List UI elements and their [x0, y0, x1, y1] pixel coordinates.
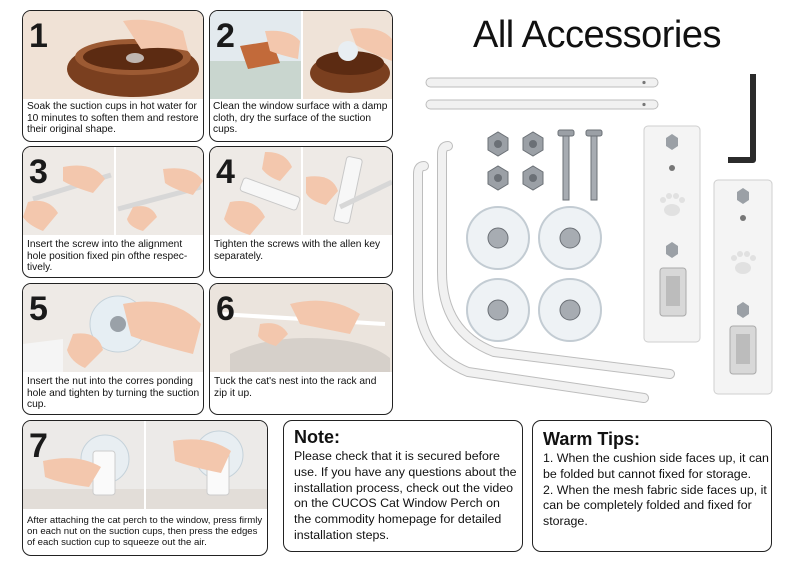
step-3-caption: Insert the screw into the alignment hole…: [27, 239, 188, 274]
bent-tube-icon: [413, 141, 675, 403]
step-4-divider: [301, 147, 303, 235]
step-5-card: 5 Insert the nut into the corres ponding…: [22, 283, 204, 415]
window-bracket-icon: [643, 125, 773, 395]
step-6-photo: [210, 284, 392, 372]
page-title: All Accessories: [472, 14, 722, 56]
step-6-number: 6: [216, 290, 235, 328]
straight-tube-icon: [425, 77, 659, 88]
suction-cup-icon: [466, 206, 602, 342]
step-6-caption: Tuck the cat's nest into the rack and zi…: [214, 376, 377, 399]
step-2-number: 2: [216, 17, 235, 55]
step-3-number: 3: [29, 153, 48, 191]
step-2-divider: [301, 11, 303, 99]
warm-tip-2: 2. When the mesh fabric side faces up, i…: [543, 482, 767, 529]
step-2-photo: [210, 11, 392, 99]
step-5-photo: [23, 284, 203, 372]
step-5-caption: Insert the nut into the corres ponding h…: [27, 376, 200, 411]
step-3-photo: [23, 147, 203, 235]
paw-print-icon: [660, 193, 756, 274]
straight-tube-icon: [425, 99, 659, 110]
step-1-caption: Soak the suction cups in hot water for 1…: [27, 101, 199, 136]
step-2-caption: Clean the window surface with a damp clo…: [213, 101, 388, 136]
warm-tips-heading: Warm Tips:: [543, 429, 641, 449]
step-2-card: 2 Clean the window surface with a damp c…: [209, 10, 393, 142]
note-heading: Note:: [294, 427, 340, 447]
step-4-card: 4 Tighten the screws with the allen key …: [209, 146, 393, 278]
warm-tips-card: Warm Tips: 1. When the cushion side face…: [532, 420, 772, 552]
step-3-card: 3 Insert the screw into the alignment ho…: [22, 146, 204, 278]
note-body: Please check that it is secured before u…: [294, 449, 517, 542]
step-1-number: 1: [29, 17, 48, 55]
warm-tip-1: 1. When the cushion side faces up, it ca…: [543, 451, 769, 481]
step-6-card: 6 Tuck the cat's nest into the rack and …: [209, 283, 393, 415]
step-5-number: 5: [29, 290, 48, 328]
accessories-illustration: [408, 62, 795, 414]
warm-tips-body: 1. When the cushion side faces up, it ca…: [543, 451, 769, 530]
allen-key-icon: [728, 74, 756, 163]
step-7-number: 7: [29, 427, 48, 465]
step-4-caption: Tighten the screws with the allen key se…: [214, 239, 381, 262]
step-7-divider: [144, 421, 146, 509]
step-1-card: 1 Soak the suction cups in hot water for…: [22, 10, 204, 142]
step-4-number: 4: [216, 153, 235, 191]
step-7-caption: After attaching the cat perch to the win…: [27, 515, 263, 549]
note-card: Note: Please check that it is secured be…: [283, 420, 523, 552]
step-1-photo: [23, 11, 203, 99]
step-7-card: 7 After attaching the cat perch to the w…: [22, 420, 268, 556]
step-3-divider: [114, 147, 116, 235]
screw-icon: [557, 129, 603, 201]
hex-nut-icon: [487, 131, 544, 191]
